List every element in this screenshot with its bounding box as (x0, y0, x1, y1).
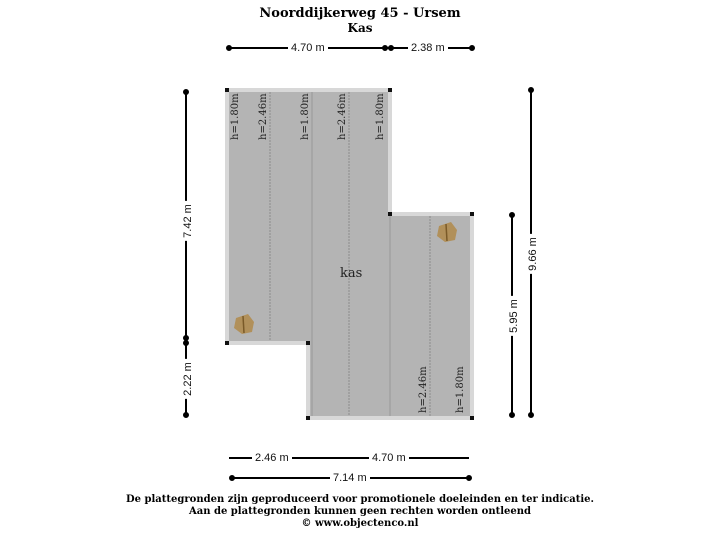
ceiling-height-label: h=2.46m (418, 366, 429, 413)
disclaimer-line-1: De plattegronden zijn geproduceerd voor … (126, 494, 594, 505)
ceiling-height-label: h=2.46m (337, 93, 348, 140)
dim-left-lower: 2.22 m (180, 359, 195, 399)
ceiling-height-label: h=1.80m (300, 93, 311, 140)
plan-title: Noorddijkerweg 45 - Ursem (259, 6, 461, 21)
dim-left-upper: 7.42 m (180, 201, 195, 241)
box-icon (437, 222, 457, 242)
dim-bottom-right: 4.70 m (369, 451, 409, 465)
ceiling-height-label: h=1.80m (230, 93, 241, 140)
ceiling-height-label: h=1.80m (375, 93, 386, 140)
dim-top-right: 2.38 m (408, 41, 448, 55)
disclaimer-line-2: Aan de plattegronden kunnen geen rechten… (188, 506, 532, 517)
plan-subtitle: Kas (347, 21, 373, 35)
dim-right-inner: 5.95 m (506, 296, 521, 336)
dim-top-left: 4.70 m (288, 41, 328, 55)
room-label: kas (340, 266, 363, 281)
dim-bottom-total: 7.14 m (330, 471, 370, 485)
ceiling-height-label: h=2.46m (258, 93, 269, 140)
box-icon (234, 314, 254, 334)
dim-right-outer: 9.66 m (525, 234, 540, 274)
ceiling-height-label: h=1.80m (455, 366, 466, 413)
copyright-link: © www.objectenco.nl (301, 518, 419, 529)
dim-bottom-left: 2.46 m (252, 451, 292, 465)
